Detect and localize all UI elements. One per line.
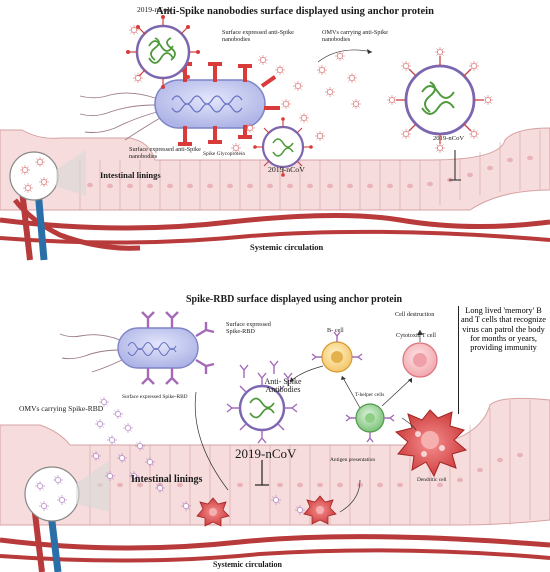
- anti-spike-antibodies-label: Anti- Spike Antibodies: [264, 377, 302, 395]
- top-title: Anti-Spike nanobodies surface displayed …: [156, 6, 434, 17]
- virus-bottom: [226, 372, 298, 444]
- dendritic-cell-small-2: [303, 495, 337, 525]
- top-virus-label-3: 2019-nCoV: [433, 135, 465, 142]
- lining-nuclei-top: [87, 155, 533, 189]
- b-cell-label: B- cell: [327, 327, 344, 334]
- intestinal-lining-bottom: [0, 397, 550, 526]
- free-antibodies: [239, 360, 293, 386]
- magnifier-top-cone: [56, 150, 86, 196]
- top-omvs-label: OMVs carrying anti-Spike nanobodies: [322, 29, 388, 43]
- intestinal-lining-top: [0, 127, 550, 211]
- dendritic-cell-small-1: [196, 497, 230, 527]
- cytotoxic-t-cell: [402, 342, 438, 378]
- bacterium-top: [79, 62, 280, 146]
- t-helper-label: T-helper cells: [355, 392, 385, 398]
- magnifier-top: [9, 151, 59, 201]
- bottom-virus-label: 2019-nCoV: [235, 446, 297, 461]
- spike-glyco-label: Spike Glycoprotein: [203, 151, 246, 157]
- top-virus-label-2: 2019-nCoV: [268, 165, 305, 174]
- top-systemic-label: Systemic circulation: [250, 242, 324, 252]
- top-panel: [0, 15, 550, 261]
- cytotoxic-label: Cytotoxic T cell: [396, 332, 436, 339]
- magnifier-bottom: [24, 466, 80, 522]
- top-virus-label-1: 2019-nCoV: [137, 5, 173, 14]
- cell-destruction-label: Cell destruction: [395, 311, 435, 318]
- t-helper-cell: [345, 403, 395, 443]
- top-surface-nanobodies-label-b: Surface expressed anti-Spike nanobodies: [129, 146, 201, 160]
- virus-top-mid: [253, 117, 313, 177]
- vessel-red-top-4: [19, 189, 33, 261]
- bottom-title: Spike-RBD surface displayed using anchor…: [186, 294, 403, 305]
- vessel-blue-top: [34, 189, 48, 261]
- bacterium-bottom: [59, 311, 215, 385]
- top-intestinal-label: Intestinal linings: [100, 170, 161, 180]
- memory-note: Long lived 'memory' B and T cells that r…: [458, 306, 546, 414]
- vessel-red-top-1: [0, 212, 550, 231]
- bottom-panel: [0, 311, 550, 572]
- virus-top-right: [386, 46, 494, 154]
- vessel-red-bottom-2: [0, 548, 550, 563]
- b-cell: [311, 331, 363, 373]
- arrow-top-omvs: [317, 49, 373, 63]
- inhibit-top: [449, 150, 461, 181]
- vessel-red-bottom-3: [31, 504, 45, 572]
- bottom-omvs-label: OMVs carrying Spike-RBD: [19, 404, 104, 413]
- inhibit-bottom: [255, 460, 269, 486]
- bottom-intestinal-label: Intestinal linings: [131, 474, 203, 485]
- magnifier-bottom-cone: [76, 460, 110, 512]
- vessel-red-bottom-1: [0, 534, 550, 551]
- bottom-surface-rbd-label-b: Surface expressed Spike-RBD: [122, 394, 188, 400]
- top-surface-nanobodies-label: Surface expressed anti-Spike nanobodies: [222, 29, 294, 43]
- bottom-surface-rbd-label: Surface expressed Spike-RBD: [226, 321, 271, 335]
- bottom-systemic-label: Systemic circulation: [213, 560, 282, 569]
- dendritic-label: Dendritic cell: [417, 477, 447, 483]
- antigen-presentation-label: Antigen presentation: [330, 457, 376, 463]
